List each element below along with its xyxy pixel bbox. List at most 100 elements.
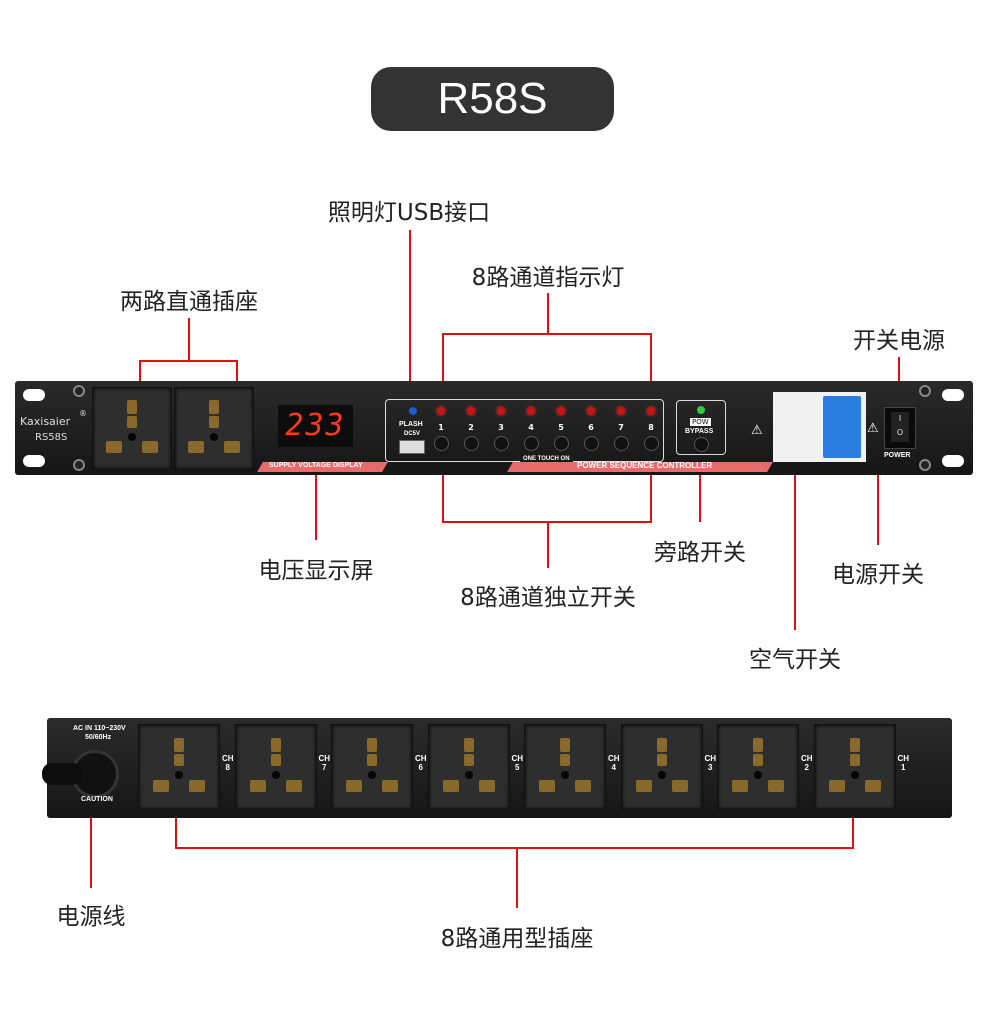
pow-led [697, 406, 705, 414]
channel-button[interactable] [464, 436, 479, 451]
usb-port[interactable] [399, 440, 425, 454]
socket-pin [153, 779, 169, 792]
front-panel: Kaxisaier ® RS58S 233 SUPPLY VOLTAGE DIS… [15, 381, 973, 475]
socket-pin [463, 754, 474, 767]
callout-universal-sockets: 8路通用型插座 [440, 926, 594, 952]
socket-pin [189, 779, 205, 792]
ch-prefix: CH [511, 754, 524, 763]
socket-pin [174, 737, 184, 752]
socket-pin [382, 779, 398, 792]
line-indicators [442, 293, 652, 410]
bypass-button[interactable] [694, 437, 709, 452]
socket-pin [828, 779, 845, 792]
one-touch-label: ONE TOUCH ON [520, 456, 573, 462]
universal-socket [331, 724, 413, 810]
callout-power-switch: 电源开关 [832, 562, 924, 588]
controller-strip: POWER SEQUENCE CONTROLLER [577, 461, 713, 470]
channel-button[interactable] [494, 436, 509, 451]
socket-hole [175, 771, 183, 780]
brand-name: Kaxisaier [20, 415, 71, 428]
socket-pin [367, 754, 377, 767]
channel-number: 2 [468, 423, 474, 432]
socket-pin [174, 754, 184, 767]
ch-number: 3 [708, 763, 713, 772]
channel-button[interactable] [524, 436, 539, 451]
ch-number: 8 [225, 763, 230, 772]
channel-led [617, 407, 625, 415]
socket-pin [753, 737, 763, 752]
channel-button[interactable] [584, 436, 599, 451]
callout-switch-power: 开关电源 [853, 328, 945, 354]
channel-led [557, 407, 565, 415]
bypass-box: POW BYPASS [676, 400, 726, 455]
breaker-lever[interactable] [823, 396, 861, 458]
universal-socket [138, 724, 220, 810]
socket-pin [127, 400, 137, 415]
channel-button[interactable] [644, 436, 659, 451]
socket-hole [210, 432, 218, 441]
universal-socket [620, 724, 703, 810]
callout-bypass: 旁路开关 [654, 540, 746, 566]
socket-pin [732, 779, 748, 792]
channel-button[interactable] [554, 436, 569, 451]
ch-number: 2 [804, 763, 809, 772]
socket-pin [656, 754, 667, 767]
socket-pin [635, 779, 652, 792]
socket-hole [850, 771, 859, 780]
channel-led [437, 407, 445, 415]
universal-socket [427, 724, 510, 810]
power-label: POWER [884, 452, 911, 459]
air-breaker[interactable] [773, 392, 866, 462]
socket-pin [224, 440, 240, 453]
socket-pin [849, 754, 860, 767]
channel-led [527, 407, 535, 415]
socket-pin [560, 754, 570, 767]
channel-button[interactable] [434, 436, 449, 451]
universal-socket [92, 387, 172, 470]
line-passthrough [139, 318, 238, 387]
socket-pin [864, 779, 881, 792]
callout-usb: 照明灯USB接口 [327, 200, 491, 226]
socket-pin [270, 754, 281, 767]
socket-hole [754, 771, 762, 780]
ch-prefix: CH [222, 754, 234, 763]
channel-number: 3 [498, 423, 504, 432]
socket-hole [464, 771, 473, 780]
warning-icon: ⚠ [751, 423, 763, 438]
line-independent [442, 447, 652, 568]
channel-led [467, 407, 475, 415]
channel-led [587, 407, 595, 415]
socket-pin [753, 754, 763, 767]
registered-mark: ® [79, 409, 87, 418]
socket-hole [128, 432, 136, 441]
model-label: RS58S [35, 432, 68, 443]
channel-button[interactable] [614, 436, 629, 451]
channel-number: 1 [438, 423, 444, 432]
ch-prefix: CH [704, 754, 717, 763]
universal-socket [174, 387, 254, 470]
universal-socket [717, 724, 799, 810]
socket-pin [656, 737, 667, 752]
channel-number: 6 [588, 423, 594, 432]
product-title: R58S [371, 67, 614, 131]
ch-prefix: CH [897, 754, 910, 763]
socket-pin [270, 737, 281, 752]
socket-hole [271, 771, 280, 780]
ch-number: 6 [418, 763, 423, 772]
channel-number: 4 [528, 423, 534, 432]
socket-pin [849, 737, 860, 752]
usb-voltage-label: DC5V [404, 431, 421, 437]
universal-socket [524, 724, 606, 810]
channel-led [497, 407, 505, 415]
ch-number: 5 [515, 763, 520, 772]
socket-pin [209, 416, 219, 429]
ch-number: 7 [322, 763, 327, 772]
